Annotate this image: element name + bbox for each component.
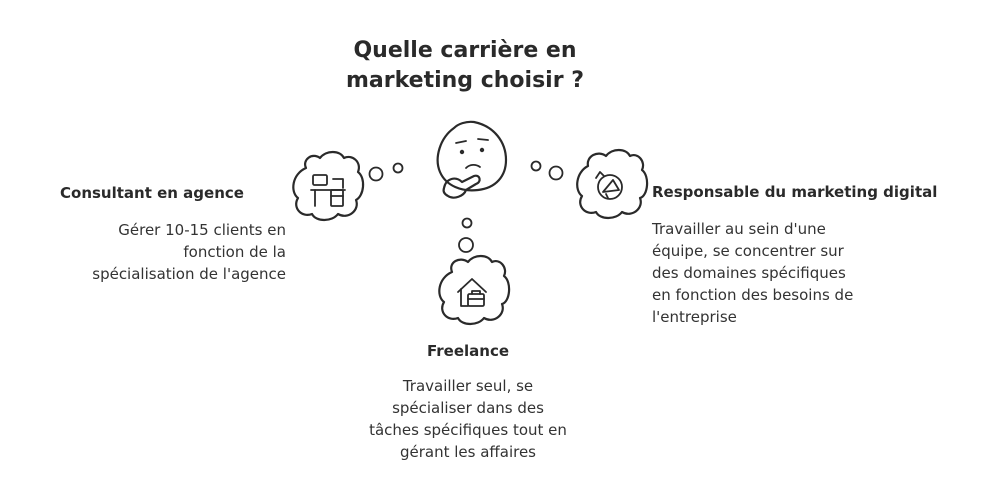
connector-bubbles-left (368, 162, 404, 182)
freelance-desc-line-3: tâches spécifiques tout en (369, 421, 567, 439)
thinking-face-icon (436, 120, 508, 199)
freelance-desc-line-2: spécialiser dans des (392, 399, 544, 417)
freelance-desc-line-4: gérant les affaires (399, 443, 536, 461)
consultant-description: Gérer 10-15 clients en fonction de la sp… (92, 219, 286, 285)
digital-desc-line-4: en fonction des besoins de (652, 286, 854, 304)
megaphone-icon (576, 148, 649, 220)
consultant-desc-line-2: fonction de la (183, 243, 286, 261)
consultant-heading: Consultant en agence (60, 184, 244, 202)
consultant-desc-line-3: spécialisation de l'agence (92, 265, 286, 283)
digital-heading: Responsable du marketing digital (652, 183, 938, 201)
freelance-heading: Freelance (426, 342, 510, 360)
title-line-2: marketing choisir ? (346, 68, 584, 93)
digital-desc-line-5: l'entreprise (652, 308, 737, 326)
connector-bubbles-right (530, 160, 564, 181)
digital-desc-line-1: Travailler au sein d'une (652, 220, 826, 238)
consultant-desc-line-1: Gérer 10-15 clients en (118, 221, 286, 239)
digital-desc-line-3: des domaines spécifiques (652, 264, 846, 282)
title-line-1: Quelle carrière en (353, 38, 577, 63)
connector-bubbles-bottom (458, 217, 474, 253)
diagram-title: Quelle carrière en marketing choisir ? (300, 36, 630, 96)
office-desk-icon (292, 150, 365, 222)
digital-desc-line-2: équipe, se concentrer sur (652, 242, 844, 260)
freelance-description: Travailler seul, se spécialiser dans des… (318, 375, 618, 463)
home-briefcase-icon (438, 254, 511, 326)
freelance-desc-line-1: Travailler seul, se (402, 377, 534, 395)
digital-description: Travailler au sein d'une équipe, se conc… (652, 218, 853, 328)
